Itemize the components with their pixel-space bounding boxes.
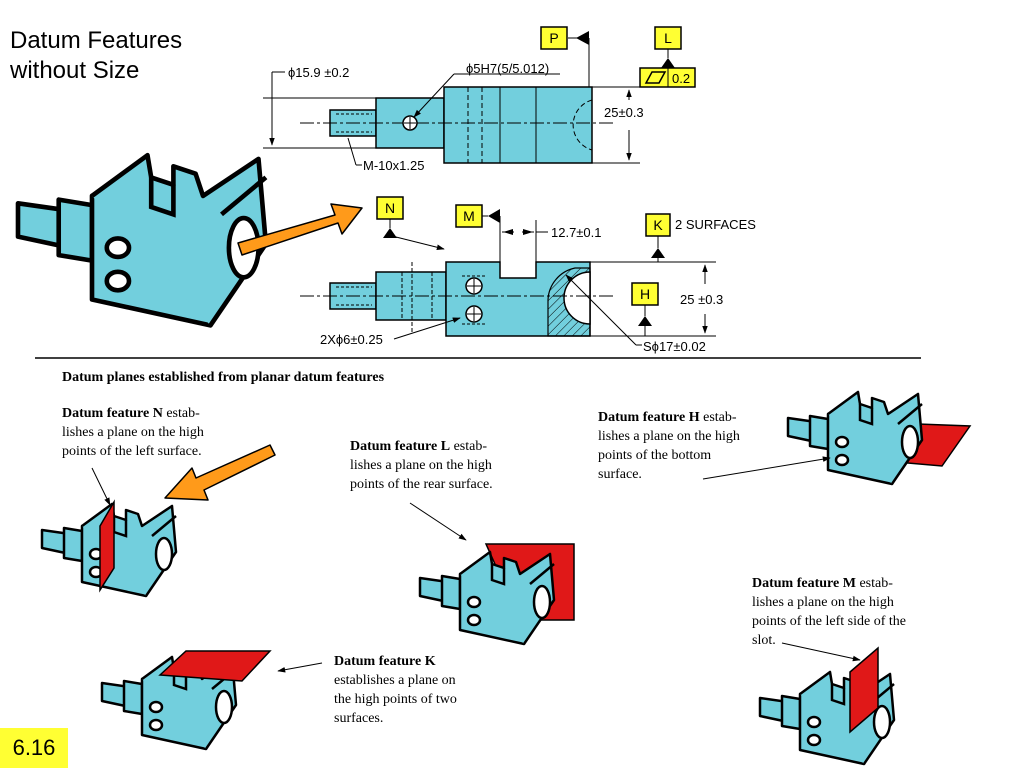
caption-N-label: Datum feature N <box>62 406 163 421</box>
top-dim-hole: ϕ5H7(5/5.012) <box>466 61 549 76</box>
front-dim-sphere: Sϕ17±0.02 <box>643 339 706 354</box>
top-body <box>443 86 593 164</box>
orange-arrow-top <box>237 203 363 256</box>
datum-plane-K <box>158 650 272 682</box>
caption-M-label: Datum feature M <box>752 576 856 591</box>
caption-K-label: Datum feature K <box>334 654 436 669</box>
datum-letter-L: L <box>664 30 672 46</box>
iso-datum-H <box>786 390 972 486</box>
iso-datum-L <box>418 543 575 646</box>
datum-letter-K: K <box>653 217 663 233</box>
caption-L-label: Datum feature L <box>350 439 451 454</box>
caption-H: Datum feature H estab- lishes a plane on… <box>598 410 740 482</box>
datum-letter-N: N <box>385 200 395 216</box>
front-surfaces-note: 2 SURFACES <box>675 217 756 232</box>
datum-letter-H: H <box>640 286 650 302</box>
title-line-1: Datum Features <box>10 27 183 54</box>
caption-M: Datum feature M estab- lishes a plane on… <box>752 576 906 648</box>
front-view: N M 12.7±0.1 K 2 SURFACES <box>300 196 756 354</box>
caption-L: Datum feature L estab- lishes a plane on… <box>350 439 493 492</box>
datum-letter-M: M <box>463 208 475 224</box>
datum-plane-N <box>99 499 115 593</box>
flatness-value: 0.2 <box>672 71 690 86</box>
datum-letter-P: P <box>549 30 558 46</box>
front-dim-height: 25 ±0.3 <box>680 292 723 307</box>
top-dim-height: 25±0.3 <box>604 105 644 120</box>
caption-K: Datum feature K establishes a plane on t… <box>334 654 457 726</box>
parallelogram-icon <box>644 71 667 84</box>
iso-datum-M <box>758 646 896 766</box>
top-dim-thread: M-10x1.25 <box>363 158 424 173</box>
title-line-2: without Size <box>10 57 140 84</box>
isometric-part-large <box>18 155 266 325</box>
front-dim-slot: 12.7±0.1 <box>551 225 602 240</box>
caption-H-label: Datum feature H <box>598 410 700 425</box>
datum-box-P <box>540 26 568 50</box>
caption-N: Datum feature N estab- lishes a plane on… <box>62 406 204 459</box>
front-dim-holes: 2Xϕ6±0.25 <box>320 332 383 347</box>
iso-datum-N <box>40 499 178 598</box>
top-view: ϕ15.9 ±0.2 ϕ5H7(5/5.012) 25±0.3 M-10x1.2… <box>263 26 696 173</box>
iso-datum-K <box>100 650 272 751</box>
orange-arrow-N <box>164 444 276 501</box>
top-dim-diameter: ϕ15.9 ±0.2 <box>288 65 349 80</box>
slide-title: Datum Features without Size <box>10 26 182 86</box>
section-heading: Datum planes established from planar dat… <box>62 370 385 385</box>
slide-number-badge: 6.16 <box>0 728 68 768</box>
datum-plane-M <box>849 646 879 734</box>
